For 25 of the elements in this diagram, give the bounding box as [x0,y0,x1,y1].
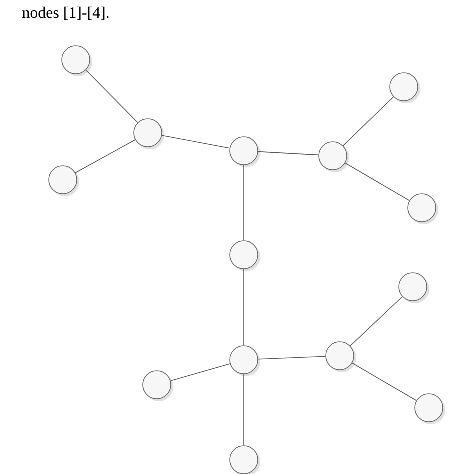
circle-node [398,272,430,304]
circle-node [134,118,164,150]
circle-node [142,370,174,402]
caption-text: nodes [1]-[4]. [22,6,109,20]
connector-line [345,162,410,202]
connector-line [350,296,403,346]
circle-node [326,342,356,372]
circle-node [414,394,446,424]
circle-node [48,166,80,196]
connector-line [342,96,394,146]
circle-node [62,46,92,76]
circle-node [230,136,260,168]
circle-node [390,72,420,104]
connector-line [75,140,136,174]
circle-node [230,446,260,474]
connector-line [258,356,326,360]
circle-node [408,194,438,224]
circle-node [318,142,350,172]
circle-node [230,240,260,272]
connector-line [258,151,320,156]
connector-line [162,135,230,149]
circle-node [230,346,260,376]
connector-line [86,70,138,124]
connector-line [352,362,417,402]
connector-line [170,364,231,382]
